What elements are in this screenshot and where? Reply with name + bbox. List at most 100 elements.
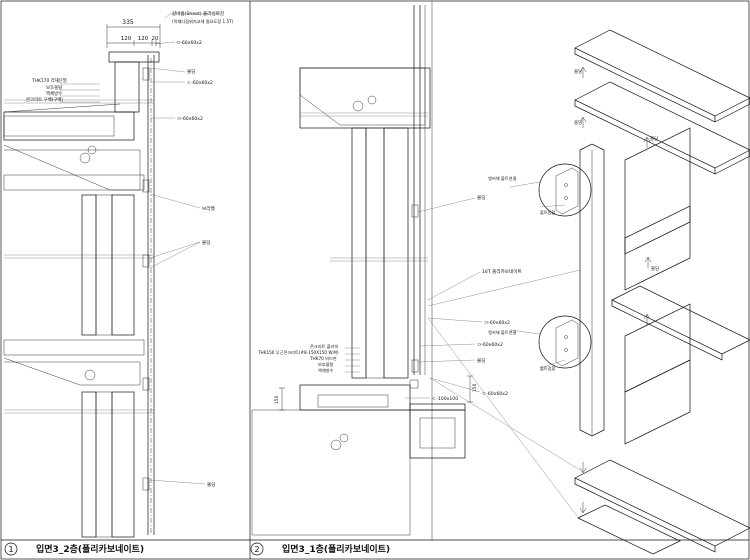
iso-label-drain-mid: 몰딩 bbox=[574, 119, 582, 126]
parapet-cap bbox=[108, 51, 160, 63]
bracket-box-1 bbox=[142, 67, 150, 81]
label-drain-low: 몰딩 bbox=[207, 481, 215, 488]
bubble-upper-plate bbox=[555, 167, 579, 215]
iso-label-drain-top: 몰딩 bbox=[574, 68, 582, 75]
p2-label-pipe-1: ㅁ-60x60x2 bbox=[484, 320, 510, 326]
horizontal-rails bbox=[4, 99, 154, 414]
pc-panel-2 bbox=[624, 205, 691, 291]
section-pipe-d bbox=[339, 433, 349, 443]
section-pipe-b bbox=[367, 95, 377, 105]
panel-2-number: 2 bbox=[254, 545, 259, 554]
masonry-wall-outer bbox=[81, 194, 97, 336]
dim-a: 120 bbox=[121, 36, 132, 42]
p2-bracket-2 bbox=[411, 359, 419, 373]
label-roof-3: 액체방수 bbox=[46, 90, 62, 97]
p2-dim-side bbox=[279, 387, 285, 411]
masonry-wall-inner-low bbox=[111, 391, 135, 538]
label-roof-2: 보호몰탈 bbox=[46, 84, 62, 91]
p2-label-floor-1: 콘크리트 플러쉬 bbox=[310, 343, 338, 350]
label-drain-top: 몰딩 bbox=[187, 68, 195, 75]
iso-post bbox=[579, 143, 605, 437]
panel-1-section: 335 120 120 20 bbox=[3, 10, 234, 538]
iso-rail-low-3 bbox=[577, 504, 681, 555]
label-top-note-1: 갈바륨(Sheet) 플러싱마감 bbox=[172, 10, 225, 17]
pc-panel-4 bbox=[624, 359, 691, 445]
detail-bubble-lower bbox=[538, 315, 592, 369]
drain-pipe-section-1 bbox=[79, 152, 91, 164]
p2-label-drain-1: 몰딩 bbox=[477, 194, 485, 201]
iso-label-anchor-2: 앵커체 볼트연결 bbox=[488, 329, 516, 336]
parapet-wall bbox=[114, 61, 140, 113]
panel-1-title: 입면3_2층(폴리카보네이트) bbox=[36, 543, 144, 555]
panel-2-title: 입면3_1층(폴리카보네이트) bbox=[282, 543, 390, 555]
p2-dim-side-text: 150 bbox=[274, 395, 280, 404]
iso-arrow-2 bbox=[579, 116, 587, 128]
label-pipe-top: ㅁ-60x60x2 bbox=[176, 40, 202, 46]
iso-arrow-6 bbox=[579, 462, 587, 474]
iso-label-pc-1: 몰딩 bbox=[650, 135, 658, 142]
p2-horizontal-rails bbox=[300, 112, 428, 262]
label-roof-4: 콘크리트 구배(구배) bbox=[26, 96, 63, 103]
label-pipe-low: ㅁ-60x60x2 bbox=[177, 116, 203, 122]
panel-2-number-bubble bbox=[250, 542, 264, 556]
panel-2-title-block: 2 입면3_1층(폴리카보네이트) bbox=[250, 542, 390, 556]
iso-label-pc-2: 몰딩 bbox=[651, 265, 659, 272]
bubble-lower-plate bbox=[555, 319, 579, 367]
iso-rail-top bbox=[574, 29, 750, 123]
insulation-layer bbox=[95, 194, 113, 336]
ground-insulation bbox=[317, 394, 389, 408]
iso-rail-low-2 bbox=[574, 459, 750, 553]
roof-slope-line bbox=[3, 103, 121, 113]
p2-label-channel: ㄷ-100x100 bbox=[432, 396, 458, 402]
iso-arrow-3 bbox=[643, 136, 651, 148]
label-pipe-mid: ㄷ-60x60x2 bbox=[187, 80, 213, 86]
pc-panel-1 bbox=[624, 127, 691, 255]
masonry-wall-outer-low bbox=[81, 391, 97, 538]
label-roof-1: THK170 각재단열 bbox=[31, 77, 67, 84]
roof-insulation bbox=[3, 115, 115, 137]
isometric-view: 몰딩 몰딩 몰딩 몰딩 앵커체 볼트연결 볼트접합 앵커체 볼트연결 볼트접합 bbox=[427, 29, 750, 555]
p2-label-floor-2: THK150 무근콘크리트(#8-150X150 W.M) bbox=[257, 349, 339, 356]
p2-dim-v bbox=[467, 375, 473, 403]
dim-b: 120 bbox=[138, 36, 149, 42]
dim-overall: 335 bbox=[122, 19, 134, 26]
p2-label-floor-5: 액체방수 bbox=[318, 367, 334, 374]
drain-pit bbox=[409, 409, 466, 459]
p2-label-floor-3: THK70 비드판 bbox=[309, 355, 337, 362]
bracket-box-3 bbox=[142, 254, 150, 268]
iso-arrow-7 bbox=[579, 502, 587, 514]
insulation-layer-low bbox=[95, 391, 113, 538]
iso-arrow-1 bbox=[579, 66, 587, 78]
drain-grate bbox=[409, 403, 466, 411]
panel-1-leaders bbox=[60, 13, 220, 485]
iso-arrow-4 bbox=[644, 256, 652, 268]
detail-bubble-upper bbox=[538, 163, 592, 217]
iso-leaders bbox=[427, 181, 581, 521]
beam-soffit-2 bbox=[3, 357, 141, 386]
ground-slab bbox=[299, 384, 411, 411]
bracket-box-2 bbox=[142, 179, 150, 193]
p2-masonry-outer bbox=[351, 127, 367, 379]
section-pipe-c bbox=[330, 439, 342, 451]
p2-dim-v-text: 150 bbox=[472, 383, 478, 392]
section-pipe-a bbox=[352, 100, 364, 112]
iso-arrow-5 bbox=[643, 313, 651, 325]
floor-band-2f bbox=[3, 174, 145, 191]
iso-label-plate-2: 볼트접합 bbox=[540, 365, 556, 371]
panel-1-title-block: 1 입면3_2층(폴리카보네이트) bbox=[4, 542, 144, 556]
dim-c: 20 bbox=[152, 36, 159, 42]
bracket-box-5 bbox=[142, 477, 150, 491]
iso-label-plate-1: 볼트접합 bbox=[540, 209, 556, 215]
drain-pipe-section-3 bbox=[84, 369, 96, 381]
masonry-wall-inner bbox=[111, 194, 135, 336]
panel-1-number-bubble bbox=[4, 542, 18, 556]
p2-label-pc-sheet: 16T 폴리카보네이트 bbox=[482, 268, 522, 275]
label-bracket: 브라켓 bbox=[202, 205, 215, 212]
p2-bracket-base bbox=[409, 379, 419, 389]
drain-pipe-section-2 bbox=[87, 145, 97, 155]
upper-slab-soffit bbox=[299, 67, 426, 126]
p2-label-floor-4: 보호몰탈 bbox=[318, 361, 334, 367]
iso-label-anchor-1: 앵커체 볼트연결 bbox=[488, 175, 516, 182]
